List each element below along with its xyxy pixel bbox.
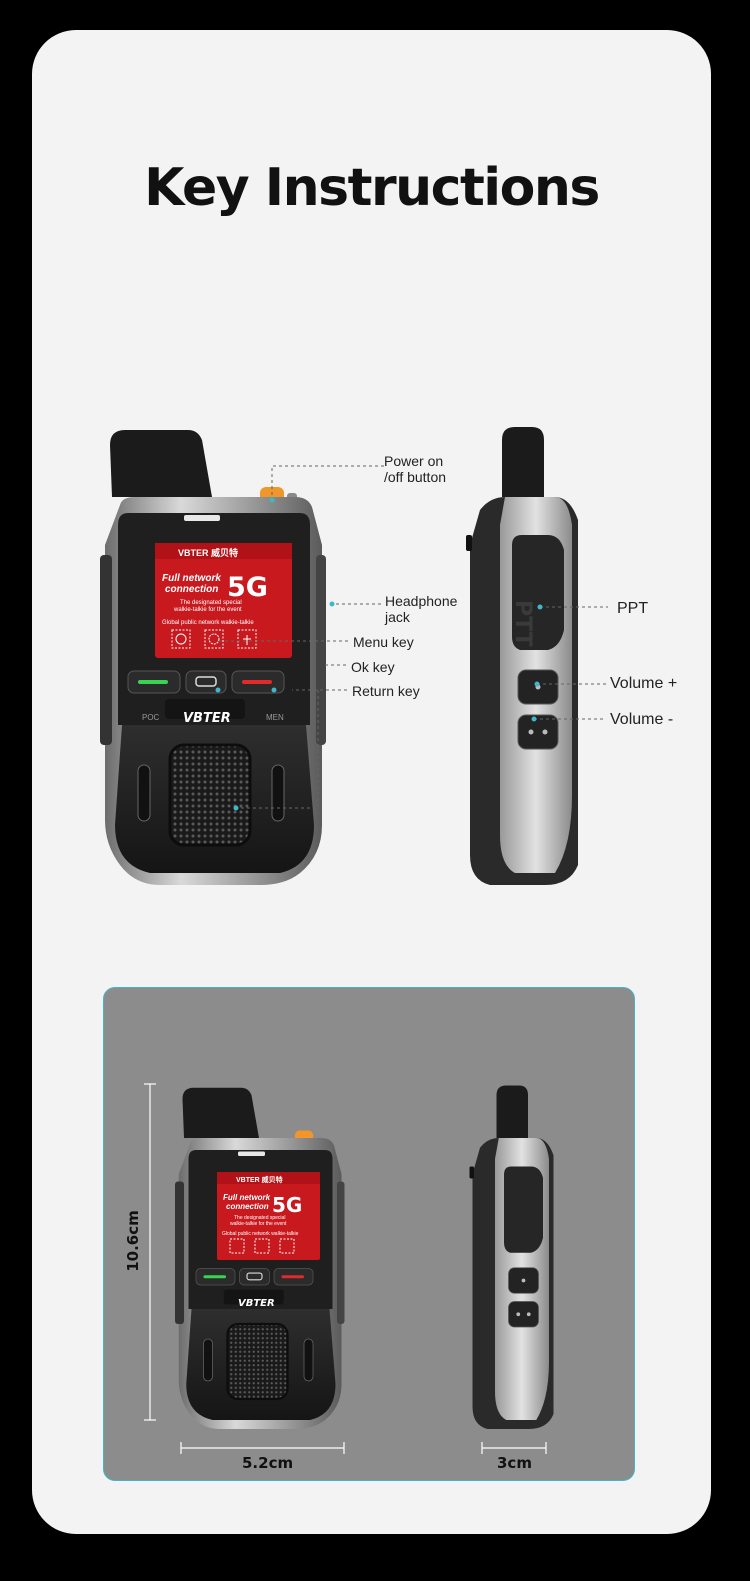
device-logo-small: VBTER [238,1298,275,1309]
screen-5g: 5G [227,572,268,603]
callout-dots-side [531,604,543,722]
callout-dots-front [215,497,335,811]
callout-menu-key: Menu key [353,634,414,650]
poc-key-label: POC [142,713,160,722]
screen-line1-small: Full network [223,1193,271,1202]
device-logo: VBTER [183,711,231,726]
screen-sub1-small: The designated special [234,1215,285,1221]
side-device-small [469,1085,554,1429]
callout-headphone-jack: Headphone jack [385,593,458,625]
screen-sub2-small: walkie-talkie for the event [230,1221,287,1227]
callout-ppt: PPT [617,600,649,617]
screen-sub2: walkie-talkie for the event [173,607,242,613]
device-screen-large [155,543,292,658]
screen-sub1: The designated special [180,600,242,606]
callout-lines-front [218,465,384,809]
page-title: Key Instructions [144,158,600,218]
screen-5g-small: 5G [272,1193,302,1217]
depth-dimension: 3cm [497,1454,532,1472]
screen-line1: Full network [162,573,221,584]
callout-ok-key: Ok key [351,659,395,675]
callout-volume-down: Volume - [610,711,674,728]
device-screen-small [217,1172,320,1260]
side-device-large [465,426,579,885]
callout-volume-up: Volume + [610,675,678,692]
screen-icons-small [229,1238,295,1254]
width-dimension: 5.2cm [242,1454,294,1472]
callout-return-key: Return key [352,683,420,699]
callout-lines-side [534,606,608,720]
callout-power-button: Power on /off button [384,453,447,485]
men-key-label: MEN [266,713,284,722]
screen-icons [171,629,257,649]
screen-line2-small: connection [226,1202,269,1211]
screen-logo-small: VBTER 威贝特 [236,1175,283,1184]
screen-line2: connection [165,584,218,595]
screen-footer-small: Global public network walkie-talkie [222,1231,299,1237]
screen-footer: Global public network walkie-talkie [162,620,254,626]
ptt-key-text: PTT [510,600,535,647]
height-dimension: 10.6cm [123,1210,142,1272]
dimension-lines [144,1083,547,1454]
screen-logo: VBTER 威贝特 [178,547,238,558]
